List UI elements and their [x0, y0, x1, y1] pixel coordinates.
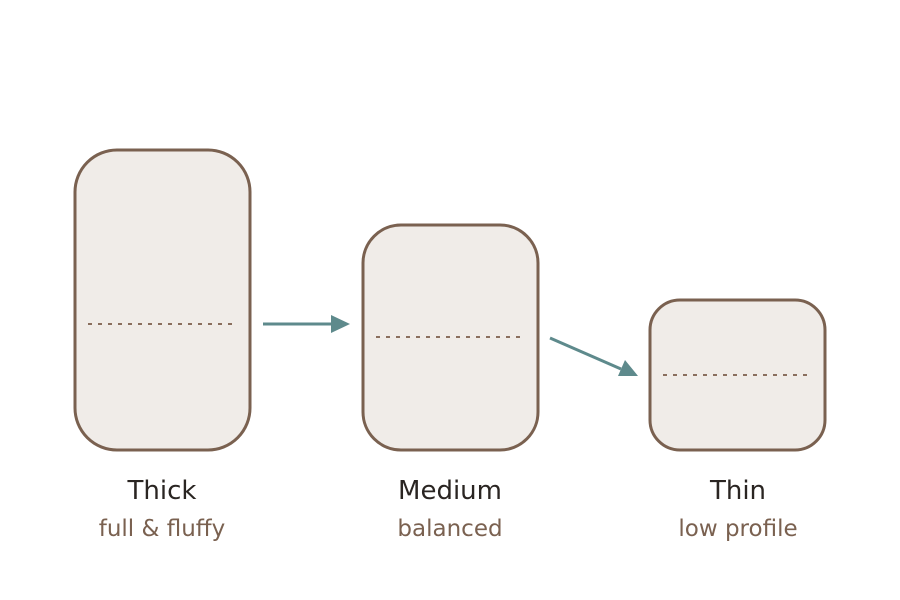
medium-label: Medium: [398, 476, 502, 506]
thick-description: full & fluffy: [99, 516, 226, 542]
arrow-thick-to-medium: [263, 315, 350, 333]
thick-block: [73, 148, 252, 452]
arrow-head-icon: [618, 360, 638, 376]
item-thin: Thin low profile: [648, 298, 827, 542]
medium-description: balanced: [397, 516, 502, 542]
item-medium: Medium balanced: [361, 223, 540, 542]
thin-label: Thin: [709, 476, 766, 506]
item-thick: Thick full & fluffy: [73, 148, 252, 542]
arrow-medium-to-thin: [549, 336, 638, 376]
thick-label: Thick: [127, 476, 197, 506]
thin-description: low profile: [678, 516, 797, 542]
thin-block: [648, 298, 827, 452]
arrow-line: [549, 336, 622, 371]
arrow-head-icon: [331, 315, 350, 333]
medium-block: [361, 223, 540, 452]
